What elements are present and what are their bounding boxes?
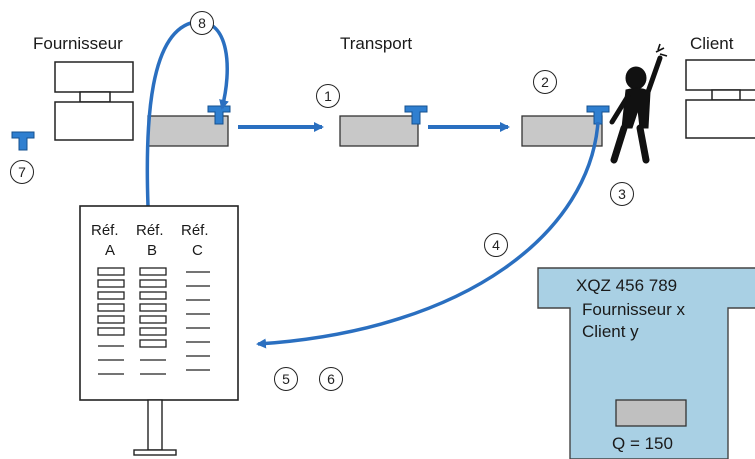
kanban-tag-icon (586, 105, 610, 125)
step-2-marker: 2 (533, 70, 557, 94)
kanban-return-arrow (256, 121, 600, 349)
card-supplier: Fournisseur x (582, 300, 685, 319)
board-col-b-ref: Réf. (136, 222, 164, 239)
supplier-machine-icon (54, 61, 134, 141)
step-7-marker: 7 (10, 160, 34, 184)
step-3-marker: 3 (610, 182, 634, 206)
card-code: XQZ 456 789 (576, 276, 678, 295)
card-quantity: Q = 150 (612, 434, 673, 453)
board-col-c-ref: Réf. (181, 222, 209, 239)
board-col-b-letter: B (147, 242, 158, 259)
container-transport (339, 115, 419, 147)
board-column-b-slots (139, 267, 167, 375)
client-person-icon (609, 43, 668, 164)
kanban-tag-icon (404, 105, 428, 125)
board-col-a-ref: Réf. (91, 222, 119, 239)
kanban-board (79, 205, 239, 456)
kanban-tag-icon (207, 105, 231, 125)
step-4-marker: 4 (484, 233, 508, 257)
board-column-a-slots (97, 267, 125, 375)
step-8-marker: 8 (190, 11, 214, 35)
step-6-marker: 6 (319, 367, 343, 391)
container-client (521, 115, 603, 147)
client-machine-icon (685, 59, 755, 139)
transport-label: Transport (340, 34, 413, 53)
client-label: Client (690, 34, 734, 53)
board-column-c-slots (186, 271, 210, 371)
card-client: Client y (582, 322, 639, 341)
supplier-label: Fournisseur (33, 34, 123, 53)
step-5-marker: 5 (274, 367, 298, 391)
step-1-marker: 1 (316, 84, 340, 108)
board-col-c-letter: C (192, 242, 203, 259)
kanban-card (537, 267, 755, 459)
kanban-tag-icon (11, 131, 35, 151)
board-col-a-letter: A (105, 242, 116, 259)
